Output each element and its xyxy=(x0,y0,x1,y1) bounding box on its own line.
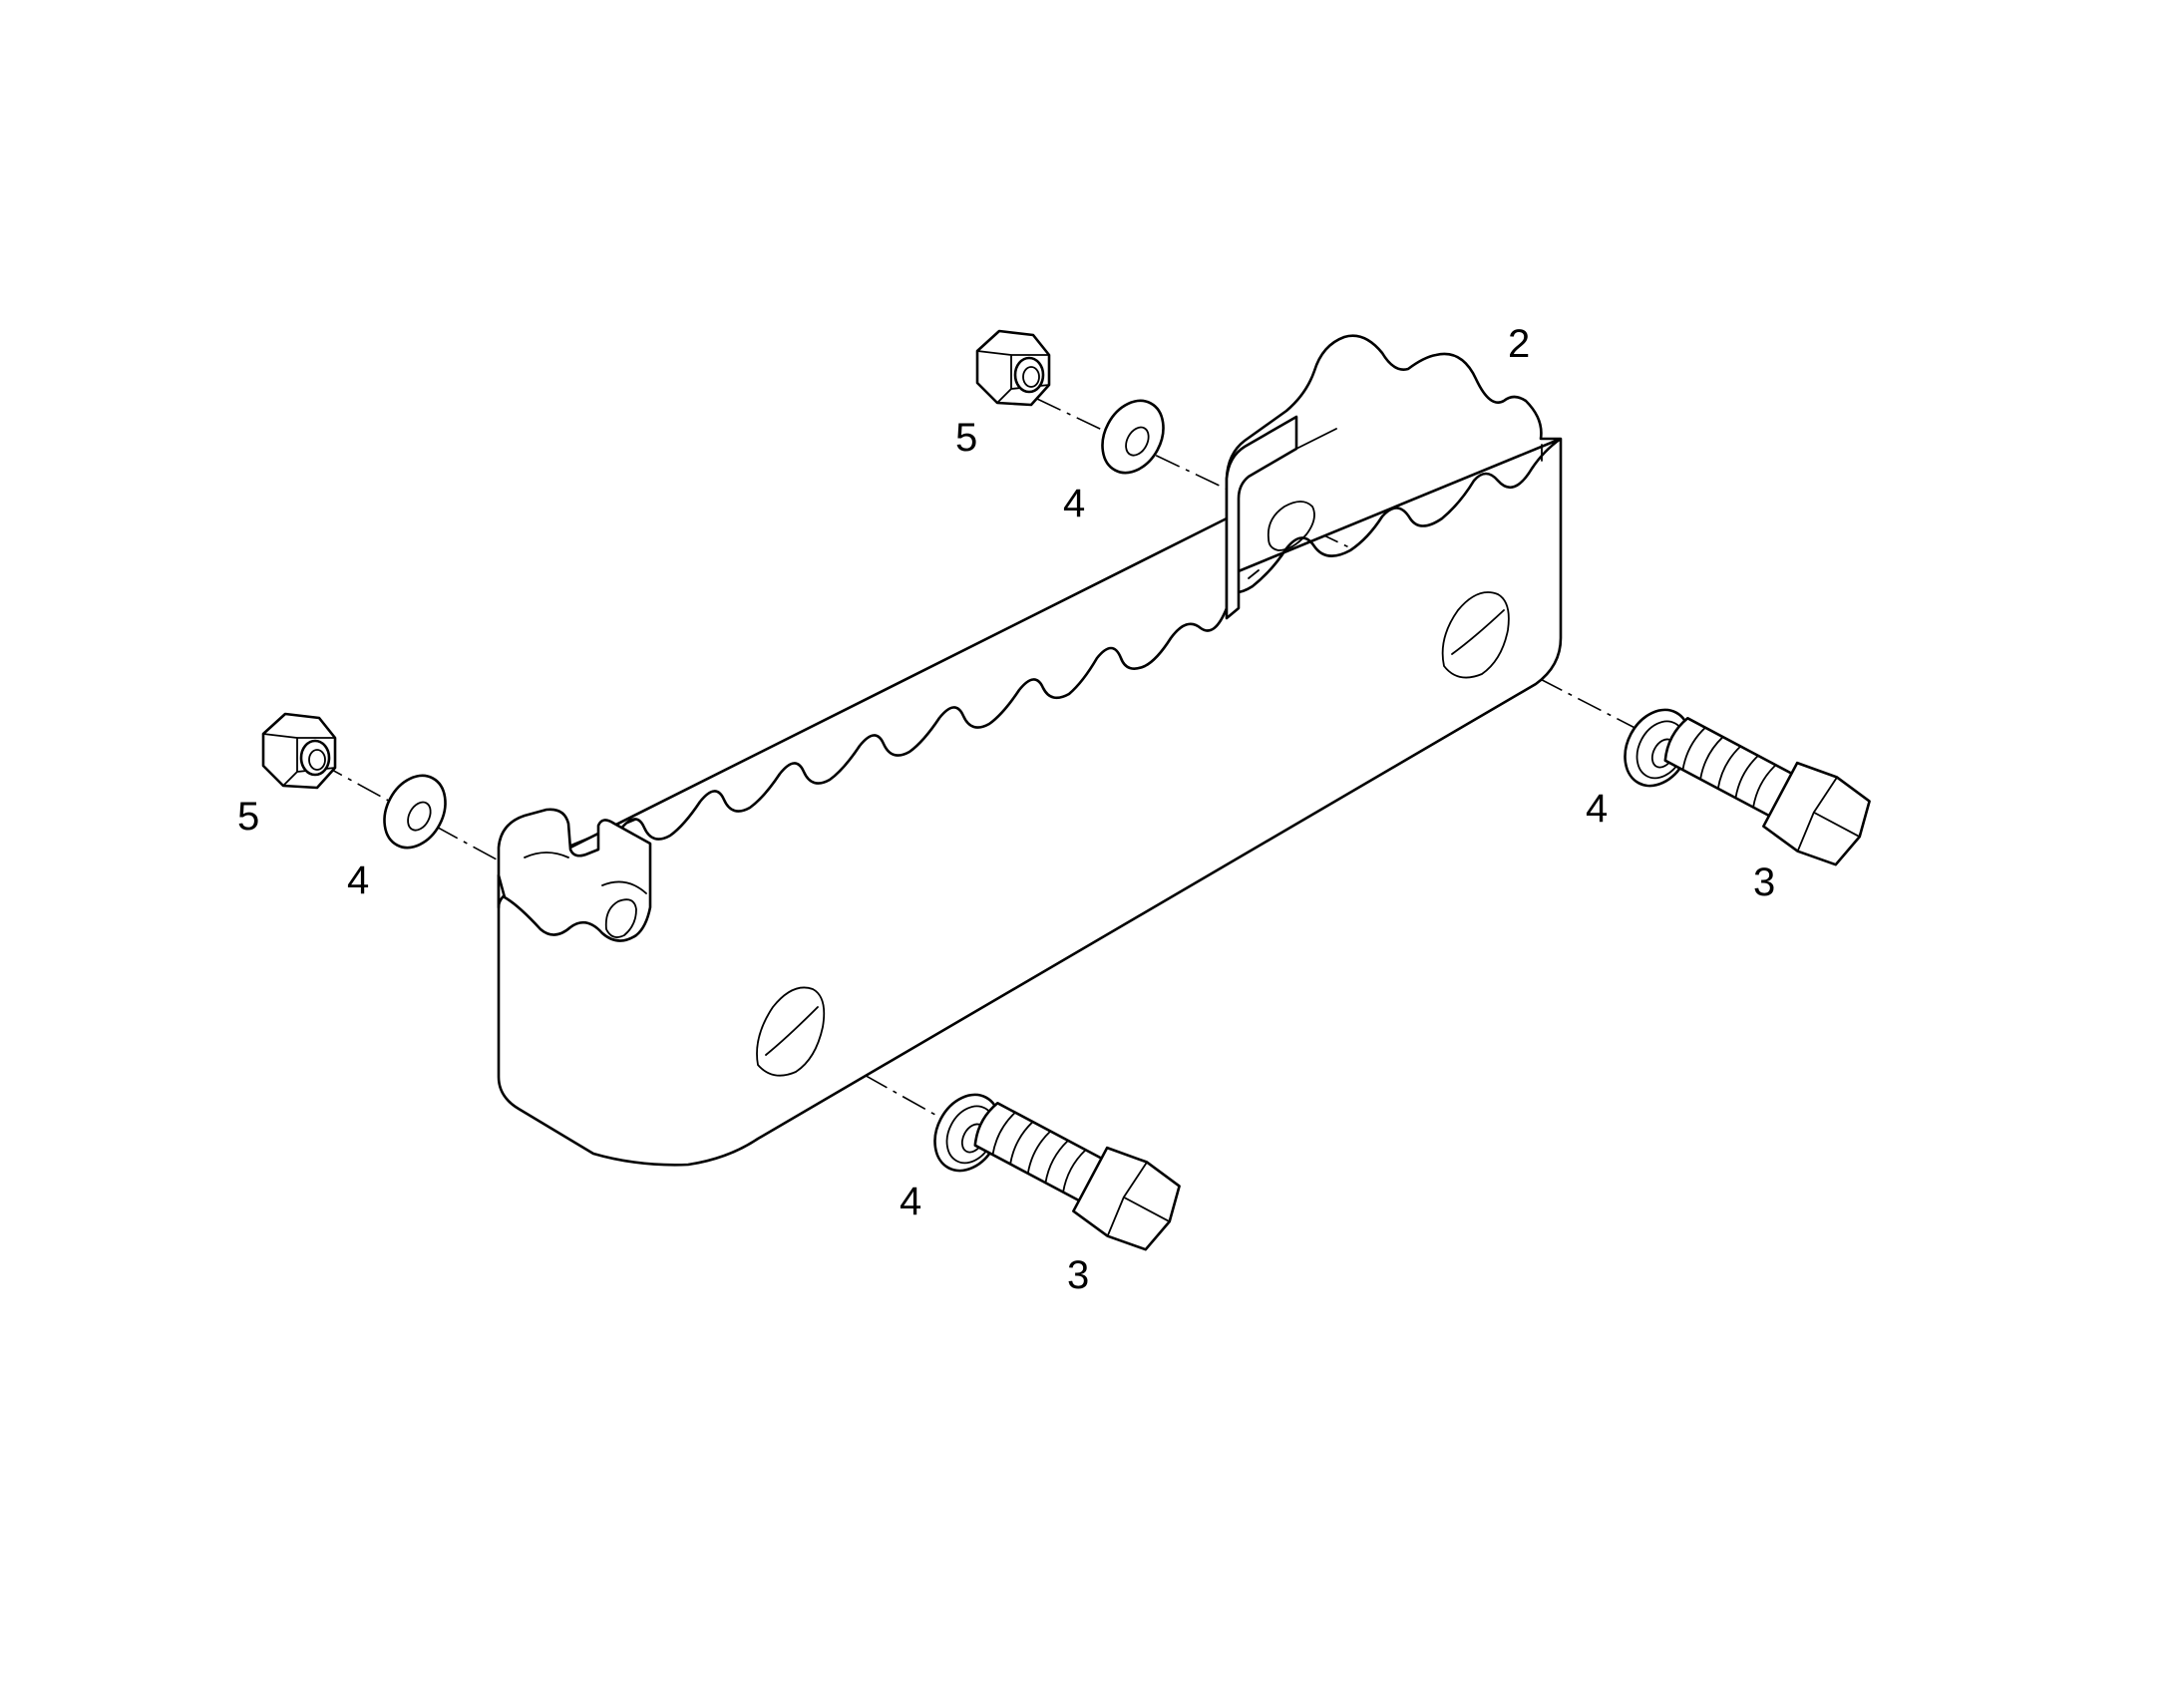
hole-right-lug xyxy=(1267,501,1315,551)
hole-front-right xyxy=(1441,591,1510,679)
nut-left xyxy=(261,712,337,790)
callout-washer-lower: 4 xyxy=(900,1180,921,1223)
axis-top xyxy=(1036,398,1352,549)
bracket-front-face xyxy=(497,334,1563,1167)
bolt-right xyxy=(1663,717,1871,866)
callout-washer-right: 4 xyxy=(1586,787,1608,831)
callout-washer-top: 4 xyxy=(1063,482,1085,525)
callout-bolt-right: 3 xyxy=(1753,860,1775,904)
callout-washer-left: 4 xyxy=(347,858,369,902)
bolt-lower xyxy=(973,1102,1181,1251)
washer-top xyxy=(1101,399,1165,475)
hole-front-left xyxy=(756,986,826,1077)
callout-bracket: 2 xyxy=(1508,322,1530,366)
callout-bolt-lower: 3 xyxy=(1067,1253,1089,1297)
callout-nut-left: 5 xyxy=(237,795,259,839)
washer-left xyxy=(383,774,447,850)
bracket-right-lug xyxy=(1225,415,1298,620)
hole-left-lug xyxy=(604,898,637,938)
bracket-thickness-lines xyxy=(524,428,1543,894)
callout-nut-top: 5 xyxy=(955,416,977,460)
bracket-part xyxy=(497,334,1563,1167)
bracket-left-lug xyxy=(497,808,652,942)
nut-top xyxy=(975,329,1051,407)
